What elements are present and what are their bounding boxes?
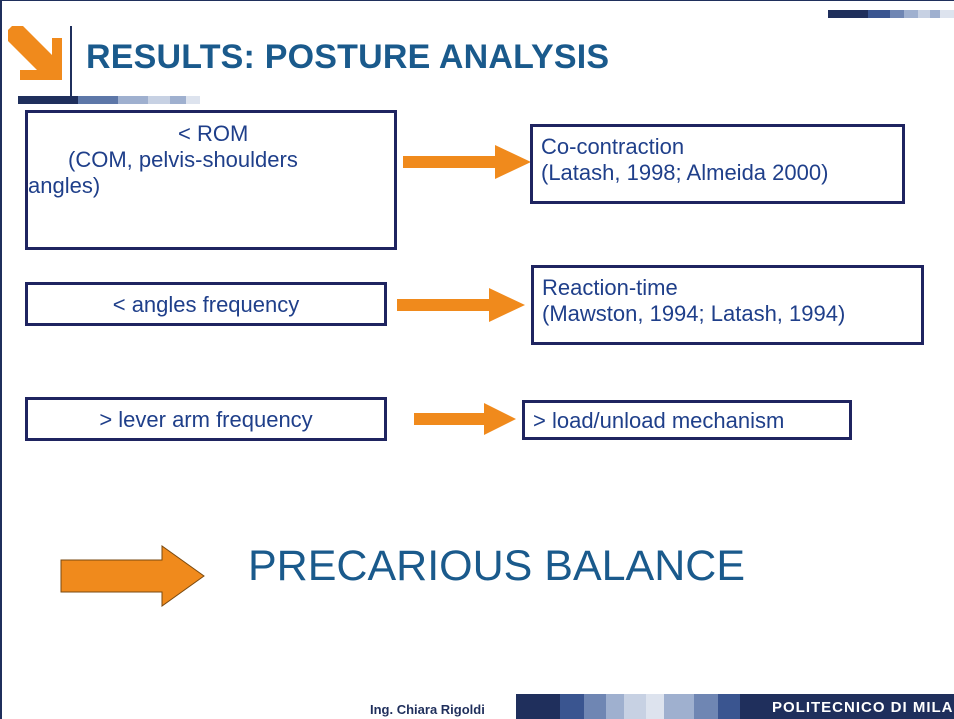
cause-line: (Latash, 1998; Almeida 2000) bbox=[541, 160, 829, 185]
slide-frame-left bbox=[0, 0, 2, 719]
cause-line: (Mawston, 1994; Latash, 1994) bbox=[542, 301, 846, 326]
finding-line: < angles frequency bbox=[112, 292, 300, 317]
conclusion-text: PRECARIOUS BALANCE bbox=[248, 542, 746, 590]
slide-frame-top bbox=[0, 0, 954, 1]
arrow-right-icon bbox=[403, 145, 531, 179]
header-stripe-right bbox=[828, 10, 954, 18]
title-divider bbox=[70, 26, 72, 96]
cause-box-cocontraction: Co-contraction (Latash, 1998; Almeida 20… bbox=[530, 124, 905, 204]
arrow-right-icon bbox=[60, 545, 205, 607]
footer-author: Ing. Chiara Rigoldi bbox=[370, 702, 485, 717]
cause-line: Co-contraction bbox=[541, 134, 685, 159]
orange-arrow-down-right-icon bbox=[8, 26, 62, 80]
cause-line: > load/unload mechanism bbox=[533, 408, 785, 433]
arrow-right-icon bbox=[414, 403, 516, 435]
cause-box-load-unload: > load/unload mechanism bbox=[522, 400, 852, 440]
finding-box-rom: < ROM (COM, pelvis-shoulders angles) bbox=[25, 110, 397, 250]
cause-box-reaction-time: Reaction-time (Mawston, 1994; Latash, 19… bbox=[531, 265, 924, 345]
arrow-right-icon bbox=[397, 288, 525, 322]
footer-organization: POLITECNICO DI MILANO bbox=[772, 699, 954, 716]
finding-box-lever-arm-frequency: > lever arm frequency bbox=[25, 397, 387, 441]
title-underline-stripe bbox=[18, 96, 200, 104]
finding-box-angles-frequency: < angles frequency bbox=[25, 282, 387, 326]
slide-title: RESULTS: POSTURE ANALYSIS bbox=[86, 38, 610, 76]
finding-line: > lever arm frequency bbox=[99, 407, 313, 432]
footer-org-band bbox=[740, 694, 954, 719]
finding-line: (COM, pelvis-shoulders bbox=[68, 147, 298, 172]
cause-line: Reaction-time bbox=[542, 275, 678, 300]
footer-color-band bbox=[516, 694, 740, 719]
finding-line: < ROM bbox=[178, 121, 249, 146]
finding-line: angles) bbox=[28, 173, 101, 198]
